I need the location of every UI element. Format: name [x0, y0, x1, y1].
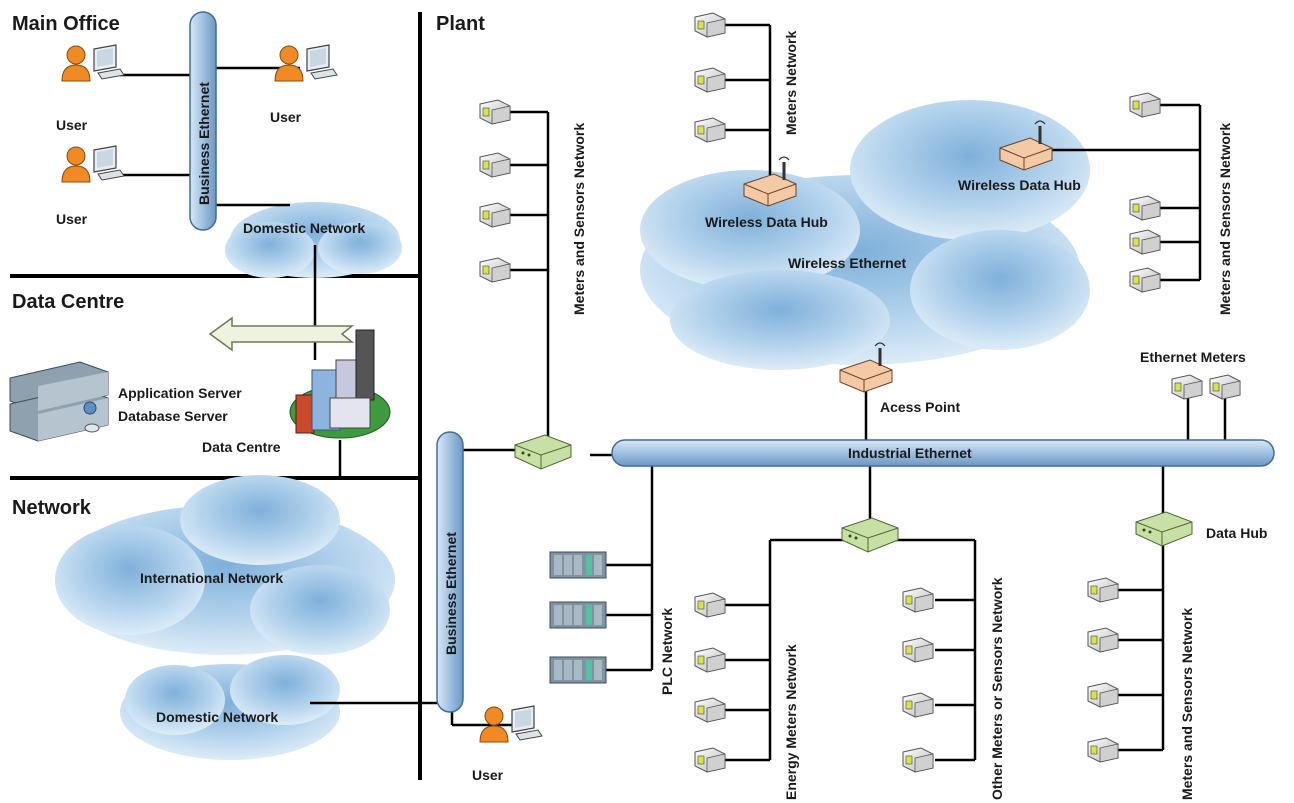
user-plant: User	[472, 705, 543, 783]
energy-meters-column	[694, 592, 726, 773]
cloud-wireless-ethernet	[640, 100, 1090, 370]
domestic-network-label-top: Domestic Network	[243, 220, 365, 236]
server-stack-icon	[9, 361, 109, 442]
business-ethernet-label-plant: Business Ethernet	[443, 532, 459, 655]
data-hub-meters-column	[1087, 577, 1119, 763]
wireless-data-hub-label-1: Wireless Data Hub	[705, 214, 828, 230]
user-main-office-1: User	[56, 44, 125, 133]
data-transfer-arrow	[208, 316, 355, 352]
meters-sensors-network-label-right: Meters and Sensors Network	[1217, 123, 1233, 315]
cloud-domestic-top	[225, 202, 402, 278]
domestic-network-label-bottom: Domestic Network	[156, 709, 278, 725]
access-point-label: Acess Point	[880, 399, 960, 415]
user-label: User	[56, 117, 88, 133]
application-server-label: Application Server	[118, 385, 242, 401]
cloud-international-network	[55, 475, 395, 655]
wireless-ethernet-label: Wireless Ethernet	[788, 255, 906, 271]
meters-left-column	[479, 99, 511, 283]
data-centre-building-label: Data Centre	[202, 439, 281, 455]
user-main-office-2: User	[270, 44, 338, 125]
meters-sensors-network-label-bottom: Meters and Sensors Network	[1179, 608, 1195, 800]
section-title-data-centre: Data Centre	[12, 291, 124, 313]
international-network-label: International Network	[140, 570, 283, 586]
meters-sensors-network-label-left: Meters and Sensors Network	[571, 123, 587, 315]
user-label: User	[270, 109, 302, 125]
meters-network-label: Meters Network	[783, 31, 799, 135]
section-title-plant: Plant	[436, 13, 485, 35]
other-meters-network-label: Other Meters or Sensors Network	[989, 577, 1005, 800]
user-main-office-3: User	[56, 145, 125, 227]
cloud-domestic-bottom	[120, 655, 340, 760]
energy-meters-network-label: Energy Meters Network	[783, 644, 799, 800]
meters-right-column	[1129, 92, 1161, 293]
section-dividers	[10, 12, 422, 780]
ethernet-meters-label: Ethernet Meters	[1140, 349, 1246, 365]
router-icon	[514, 434, 572, 470]
wireless-data-hub-label-2: Wireless Data Hub	[958, 177, 1081, 193]
business-ethernet-label-main: Business Ethernet	[196, 82, 212, 205]
data-hub-label: Data Hub	[1206, 525, 1267, 541]
data-hub-icon	[1135, 511, 1193, 547]
meters-top-column	[694, 12, 726, 143]
section-title-network: Network	[12, 497, 92, 519]
business-ethernet-pipe-main-office: Business Ethernet	[189, 11, 217, 231]
user-label: User	[472, 767, 504, 783]
hub-icon-energy	[841, 517, 899, 553]
connection-lines	[120, 23, 1227, 762]
user-label: User	[56, 211, 88, 227]
industrial-ethernet-label: Industrial Ethernet	[848, 445, 972, 461]
ethernet-meter-1	[1171, 374, 1203, 400]
database-server-label: Database Server	[118, 408, 228, 424]
section-title-main-office: Main Office	[12, 13, 120, 35]
industrial-ethernet-pipe: Industrial Ethernet	[611, 439, 1275, 467]
plc-racks	[549, 551, 607, 684]
business-ethernet-pipe-plant: Business Ethernet	[436, 431, 464, 713]
plc-network-label: PLC Network	[659, 608, 675, 695]
other-meters-column	[902, 587, 934, 773]
data-centre-building-icon	[289, 329, 391, 439]
ethernet-meter-2	[1209, 374, 1241, 400]
